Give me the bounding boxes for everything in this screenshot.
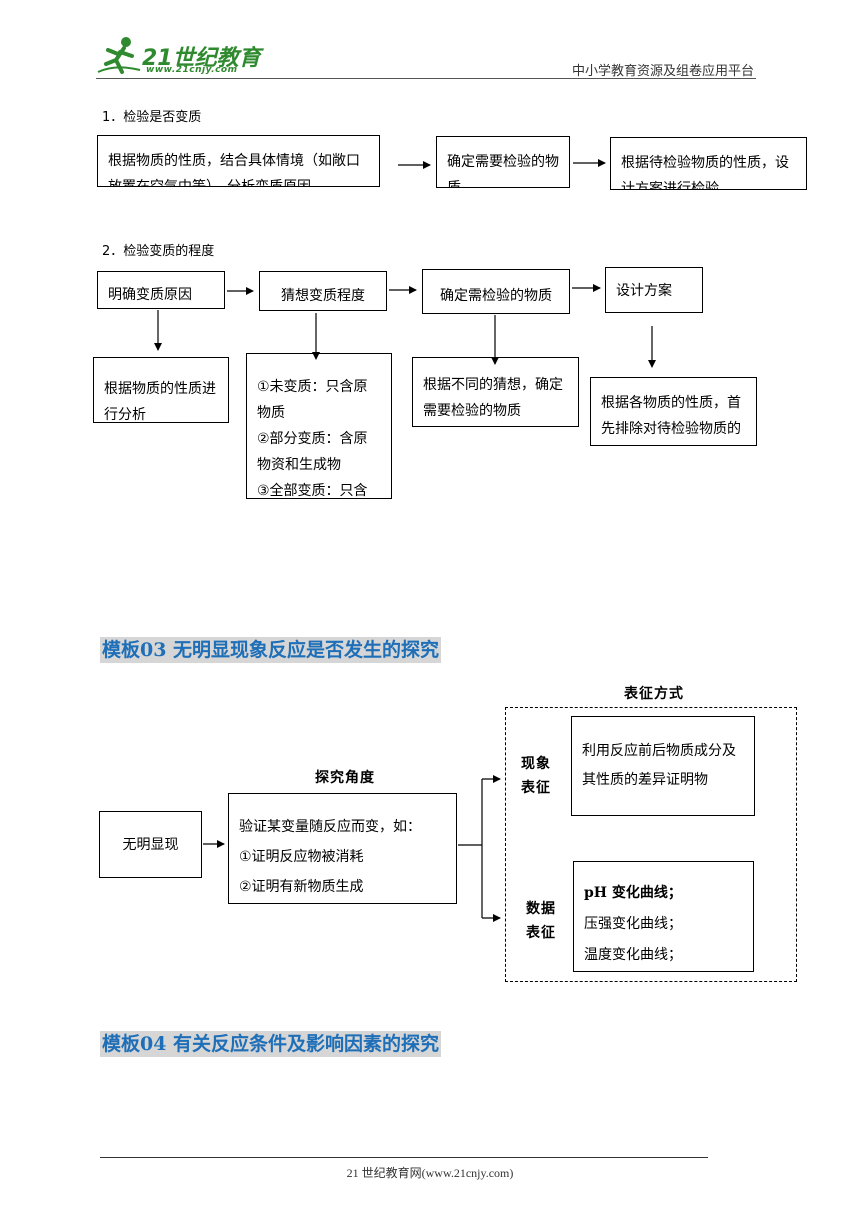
section2-box-substance: 确定需检验的物质 [422,269,570,314]
section1-heading: 1．检验是否变质 [102,110,202,125]
section2-box-cause: 明确变质原因 [97,271,225,309]
angle-line-2: ①证明反应物被消耗 [239,849,364,865]
template03-title: 模板03 无明显现象反应是否发生的探究 [100,637,442,663]
section1-box-cause: 根据物质的性质，结合具体情境（如敞口放置在空气中等），分析变质原因 [97,135,380,187]
runner-logo-icon [97,37,141,74]
section1-box-substance: 确定需要检验的物质 [436,136,570,188]
data-label: 数据 表征 [526,901,556,941]
logo-url: www.21cnjy.com [146,65,238,75]
section2-box-design-detail: 根据各物质的性质，首先排除对待检验物质的干扰，然后再检验 [590,377,757,446]
guess-option-2: ②部分变质：含原物资和生成物 [257,431,368,473]
section2-box-guess: 猜想变质程度 [259,271,387,311]
guess-option-3: ③全部变质：只含 [257,483,368,499]
footer-text: 21 世纪教育网(www.21cnjy.com) [346,1166,514,1180]
methods-label: 表征方式 [624,686,684,702]
section2-heading: 2．检验变质的程度 [102,244,215,259]
data-line-3: 温度变化曲线； [584,947,682,963]
section2-box-design: 设计方案 [605,267,703,313]
data-line-1: pH 变化曲线； [584,885,682,901]
section2-box-analyze: 根据物质的性质进行分析 [93,357,229,423]
guess-option-1: ①未变质：只含原物质 [257,379,368,421]
data-box: pH 变化曲线； 压强变化曲线； 温度变化曲线； [573,861,754,972]
no-phenomenon-box: 无明显现 [99,811,202,878]
section2-box-guess-detail: ①未变质：只含原物质 ②部分变质：含原物资和生成物 ③全部变质：只含 [246,353,392,499]
phenomenon-box: 利用反应前后物质成分及其性质的差异证明物 [571,716,755,816]
section2-box-substance-detail: 根据不同的猜想，确定需要检验的物质 [412,357,579,427]
header-divider [96,78,756,79]
angle-label: 探究角度 [315,770,375,786]
section1-box-design: 根据待检验物质的性质，设计方案进行检验 [610,137,807,190]
data-line-2: 压强变化曲线； [584,916,682,932]
footer-divider [100,1157,708,1158]
methods-dashed-frame [505,707,797,982]
header-platform-text: 中小学教育资源及组卷应用平台 [572,64,755,79]
logo-text: 21世纪教育 [142,46,261,71]
angle-line-3: ②证明有新物质生成 [239,879,364,895]
template04-title: 模板04 有关反应条件及影响因素的探究 [100,1031,442,1057]
phenomenon-label: 现象 表征 [521,756,551,796]
angle-line-1: 验证某变量随反应而变，如： [239,819,421,835]
angle-box: 验证某变量随反应而变，如： ①证明反应物被消耗 ②证明有新物质生成 [228,793,457,904]
